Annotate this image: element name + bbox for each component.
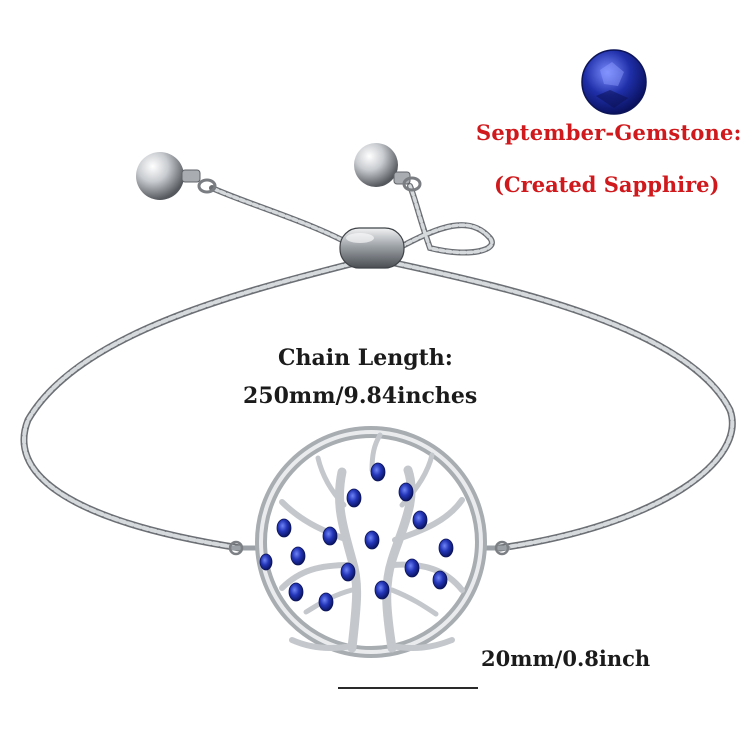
bracelet-chain [20,183,736,552]
tree-of-life-pendant [255,426,487,658]
chain-length-value: 250mm/9.84inches [243,383,478,409]
gemstone-sample [581,49,647,115]
pendant-size-value: 20mm/0.8inch [481,646,651,671]
gemstone-title: September-Gemstone: [476,120,742,145]
slider-bead [339,227,405,269]
chain-length-title: Chain Length: [278,345,453,371]
pendant-size-line [338,687,478,689]
end-bead-left [136,152,217,200]
gemstone-subtitle: (Created Sapphire) [494,172,720,197]
end-bead-right [354,143,422,192]
